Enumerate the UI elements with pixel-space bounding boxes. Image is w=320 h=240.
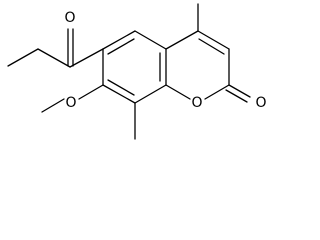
bond-carbonyl-ring bbox=[69, 48, 104, 68]
bond-c8-c7 bbox=[102, 84, 136, 104]
ketone-oxygen-label: O bbox=[64, 10, 75, 26]
lactone-oxygen-label: O bbox=[255, 95, 266, 111]
atom-labels: O O O O bbox=[64, 10, 266, 111]
bond-c8a-c8 bbox=[134, 84, 167, 104]
bond-c5-c4a bbox=[134, 30, 167, 50]
bond-c4-c3 bbox=[197, 30, 230, 50]
bond-c2-o1 bbox=[204, 84, 230, 100]
bond-o1-c8a bbox=[165, 84, 191, 100]
bond-c2-o-a bbox=[228, 84, 251, 98]
bond-c6-c5 bbox=[102, 30, 136, 50]
chemical-structure: O O O O bbox=[7, 3, 267, 140]
bond-c7-o bbox=[78, 84, 104, 100]
bond-c4-c3-inner bbox=[198, 38, 225, 55]
ring-oxygen-label: O bbox=[191, 95, 202, 111]
bond-ethyl-ch3-ch2 bbox=[7, 48, 39, 67]
bond-c2-o-b bbox=[225, 89, 248, 103]
bonds bbox=[7, 3, 251, 140]
bond-c8-c7-inner bbox=[107, 79, 135, 96]
bond-c4a-c4 bbox=[165, 30, 199, 50]
bond-c6-c5-inner bbox=[107, 38, 135, 55]
bond-ch2-carbonyl bbox=[37, 48, 71, 68]
bond-o-methyl bbox=[41, 98, 65, 113]
methoxy-oxygen-label: O bbox=[65, 95, 76, 111]
